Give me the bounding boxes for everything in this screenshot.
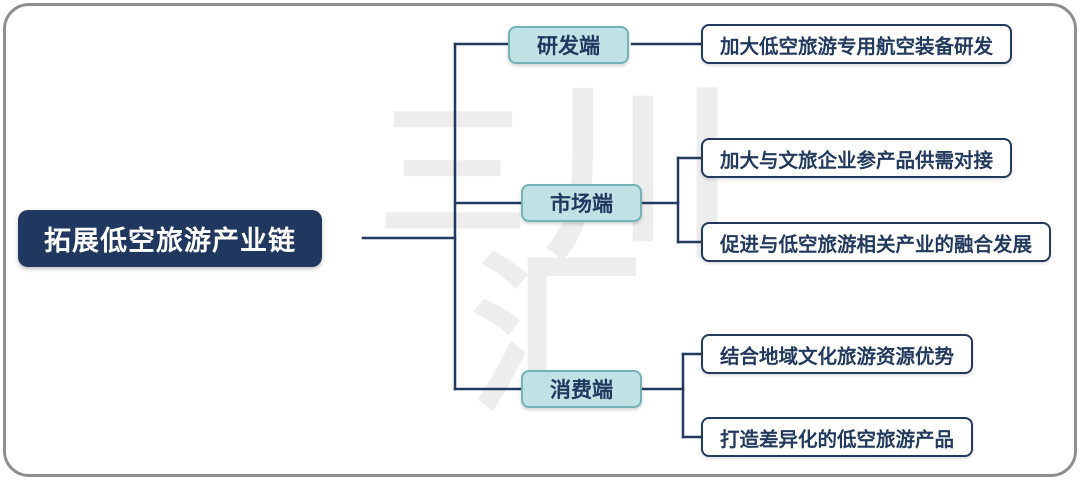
leaf-node: 加大低空旅游专用航空装备研发 [701, 24, 1013, 64]
leaf-node-label: 打造差异化的低空旅游产品 [720, 428, 955, 451]
leaf-node-label: 加大与文旅企业参产品供需对接 [720, 149, 994, 172]
branch-node-consume: 消费端 [521, 370, 642, 408]
leaf-node-label: 加大低空旅游专用航空装备研发 [720, 35, 994, 58]
branch-node-rd: 研发端 [508, 26, 629, 64]
leaf-node-label: 结合地域文化旅游资源优势 [720, 345, 955, 368]
leaf-node: 加大与文旅企业参产品供需对接 [701, 138, 1013, 178]
branch-node-label: 市场端 [550, 193, 613, 216]
leaf-node-label: 促进与低空旅游相关产业的融合发展 [720, 233, 1033, 256]
root-node: 拓展低空旅游产业链 [18, 210, 322, 267]
leaf-node: 打造差异化的低空旅游产品 [701, 417, 974, 457]
watermark-character: 三 [378, 89, 529, 257]
branch-node-label: 消费端 [550, 379, 613, 402]
leaf-node: 促进与低空旅游相关产业的融合发展 [701, 222, 1052, 262]
leaf-node: 结合地域文化旅游资源优势 [701, 334, 974, 374]
branch-node-market: 市场端 [521, 184, 642, 222]
root-node-label: 拓展低空旅游产业链 [44, 226, 296, 256]
branch-node-label: 研发端 [537, 35, 600, 58]
